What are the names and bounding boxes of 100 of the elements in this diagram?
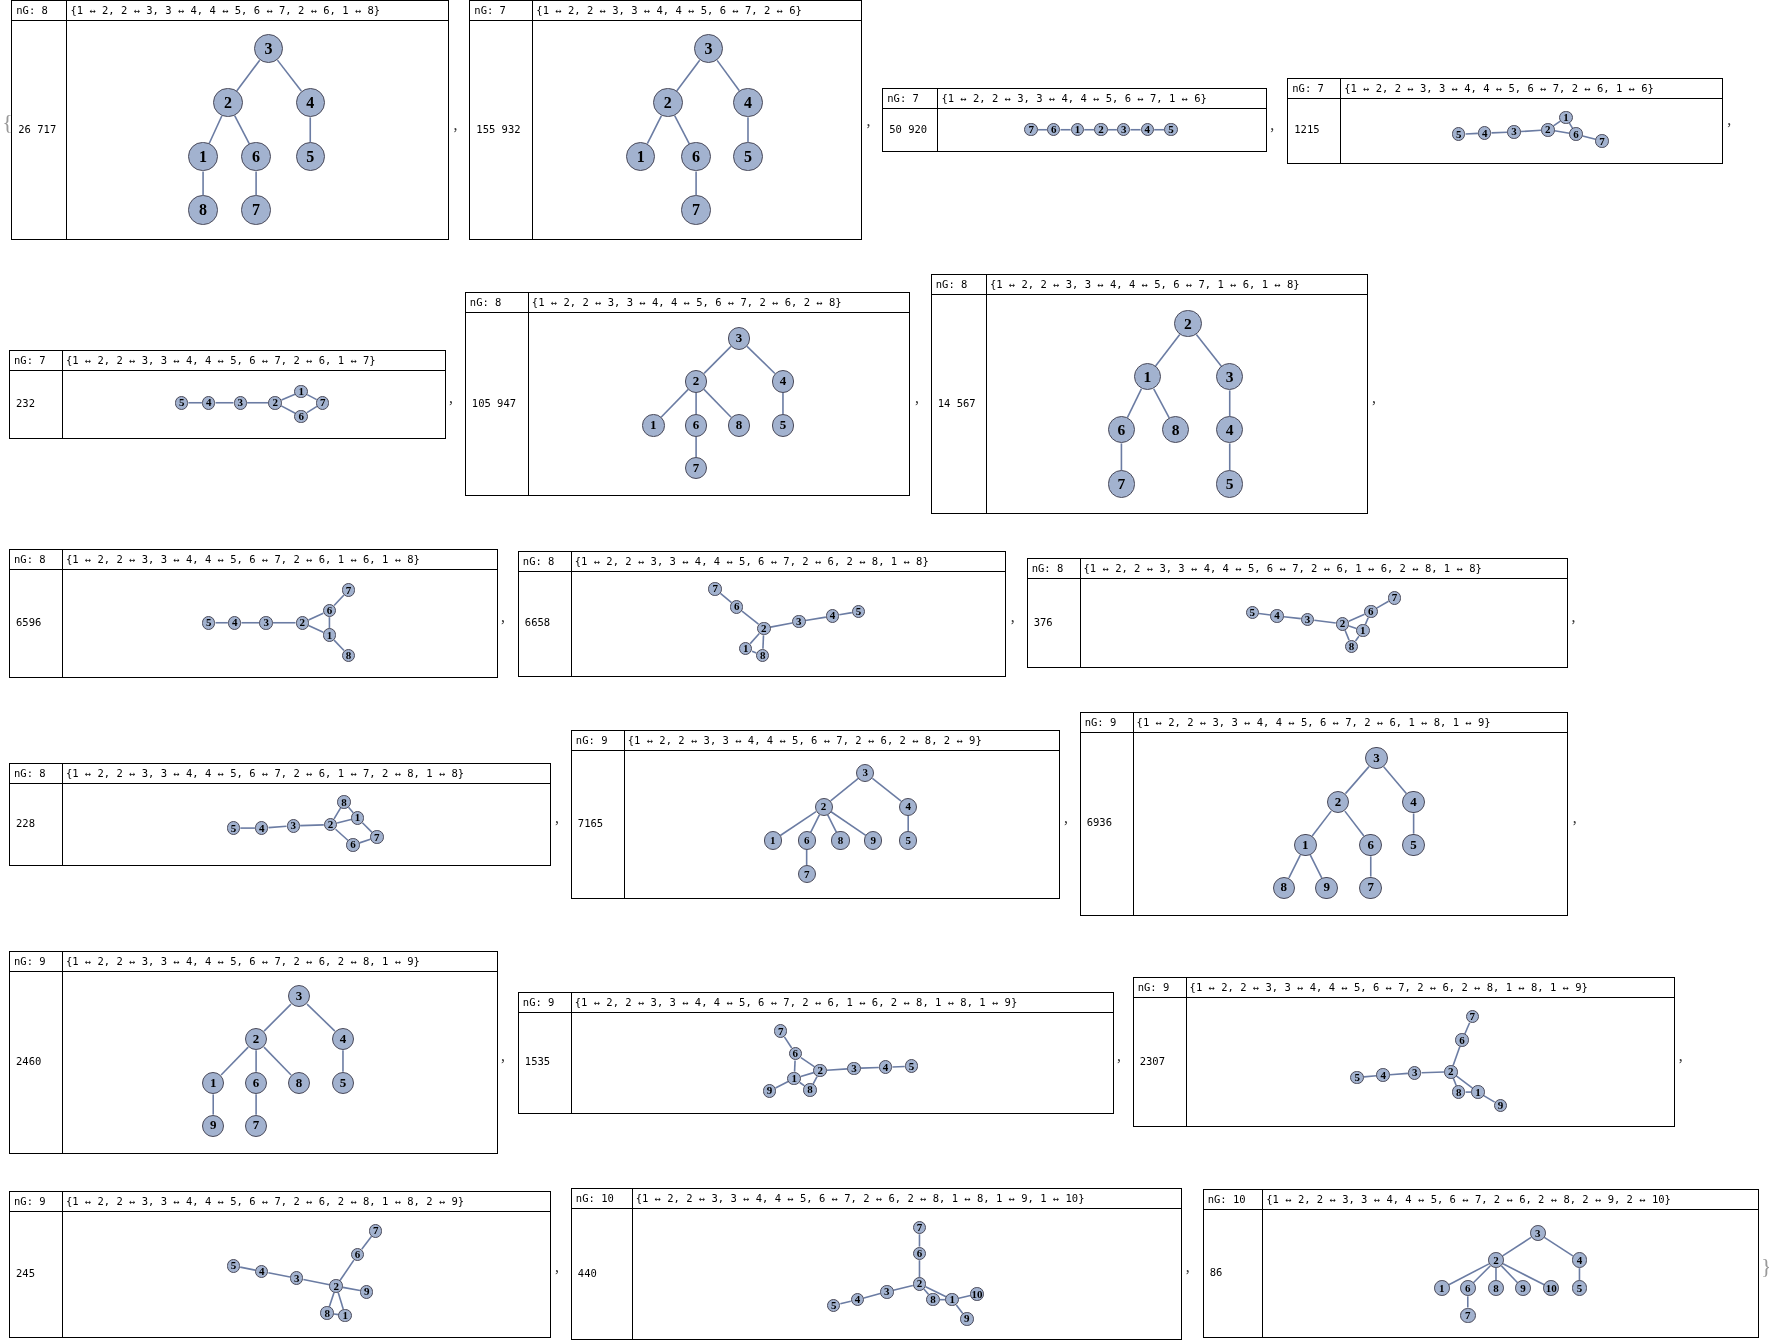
graph-edge bbox=[1258, 612, 1272, 616]
graph-vertex: 5 bbox=[1350, 1070, 1364, 1085]
count-value: 1535 bbox=[524, 1055, 551, 1068]
graph-vertex: 8 bbox=[1344, 639, 1359, 654]
edge-list: {1 ↔ 2, 2 ↔ 3, 3 ↔ 4, 4 ↔ 5, 6 ↔ 7, 2 ↔ 6, 2 ↔ 8, 1 ↔ 8, 1 ↔ 9, 1 ↔ 10} bbox=[635, 1191, 1085, 1204]
graph-edge bbox=[299, 824, 325, 827]
graph-vertex: 2 bbox=[912, 1277, 927, 1291]
graph-vertex: 4 bbox=[733, 88, 763, 118]
graph-vertex: 5 bbox=[1245, 605, 1260, 620]
graph-table bbox=[9, 1191, 551, 1338]
graph-edge bbox=[1420, 1071, 1445, 1074]
graph-edge bbox=[1152, 387, 1170, 419]
graph-edge bbox=[830, 810, 867, 837]
graph-edge bbox=[214, 401, 235, 404]
separator-comma: , bbox=[1572, 810, 1577, 827]
graph-vertex: 4 bbox=[899, 797, 918, 816]
graph-vertex: 8 bbox=[337, 795, 351, 809]
graph-edge bbox=[1500, 1265, 1519, 1284]
graph-vertex: 8 bbox=[188, 195, 218, 225]
graph-edge bbox=[1568, 122, 1574, 130]
graph-edge bbox=[255, 1093, 257, 1116]
graph-vertex: 7 bbox=[1359, 876, 1382, 900]
graph-edge bbox=[306, 405, 318, 414]
graph-vertex: 1 bbox=[1356, 623, 1370, 638]
graph-vertex: 7 bbox=[1459, 1307, 1476, 1324]
count-value: 228 bbox=[16, 817, 35, 830]
graph-edge bbox=[1153, 128, 1166, 131]
graph-vertex: 9 bbox=[864, 831, 883, 850]
graph-edge bbox=[800, 1056, 816, 1068]
edge-list: {1 ↔ 2, 2 ↔ 3, 3 ↔ 4, 4 ↔ 5, 6 ↔ 7, 2 ↔ 6, 1 ↔ 6, 2 ↔ 8, 1 ↔ 8} bbox=[1083, 562, 1482, 575]
graph-edge bbox=[762, 634, 765, 650]
separator-comma: , bbox=[1063, 810, 1068, 827]
graph-vertex: 3 bbox=[1365, 746, 1388, 770]
graph-edge bbox=[1344, 765, 1370, 795]
graph-edge bbox=[267, 825, 288, 829]
graph-vertex: 6 bbox=[241, 142, 271, 172]
graph-vertex: 5 bbox=[226, 1259, 241, 1273]
count-value: 7165 bbox=[577, 817, 604, 830]
graph-vertex: 3 bbox=[1529, 1225, 1546, 1241]
graph-edge bbox=[829, 777, 860, 802]
graph-edge bbox=[220, 1046, 250, 1076]
graph-vertex: 2 bbox=[684, 370, 708, 393]
graph-vertex: 4 bbox=[1402, 790, 1425, 814]
graph-vertex: 6 bbox=[1046, 122, 1061, 137]
graph-edge bbox=[337, 1291, 345, 1310]
graph-edge bbox=[1344, 810, 1365, 837]
graph-vertex: 9 bbox=[762, 1084, 777, 1098]
graph-vertex: 7 bbox=[684, 456, 708, 480]
graph-edge bbox=[1455, 1075, 1474, 1089]
count-value: 440 bbox=[577, 1266, 597, 1279]
graph-vertex: 2 bbox=[1335, 617, 1350, 631]
graph-vertex: 3 bbox=[233, 396, 248, 410]
graph-edge bbox=[646, 115, 663, 145]
graph-edge bbox=[187, 401, 203, 404]
graph-edge bbox=[347, 806, 355, 814]
graph-edge bbox=[276, 59, 303, 92]
graph-vertex: 7 bbox=[1465, 1009, 1480, 1024]
graph-vertex: 8 bbox=[803, 1083, 817, 1097]
list-brace: { bbox=[2, 110, 13, 133]
separator-comma: , bbox=[914, 390, 919, 407]
separator-comma: , bbox=[500, 1048, 505, 1065]
graph-edge bbox=[746, 345, 776, 375]
graph-edge bbox=[306, 1003, 336, 1032]
count-value: 2460 bbox=[16, 1055, 42, 1068]
graph-edge bbox=[804, 616, 827, 622]
separator-comma: , bbox=[1010, 609, 1015, 626]
graph-table bbox=[11, 0, 449, 241]
graph-edge bbox=[202, 170, 204, 196]
graph-vertex: 7 bbox=[1107, 470, 1135, 498]
graph-vertex: 1 bbox=[1133, 363, 1161, 391]
graph-table bbox=[1202, 1189, 1759, 1338]
graph-vertex: 1 bbox=[188, 142, 218, 172]
separator-comma: , bbox=[1371, 390, 1376, 407]
vertex-count-label: nG: 7 bbox=[1292, 81, 1324, 94]
graph-table bbox=[882, 88, 1267, 153]
vertex-count-label: nG: 9 bbox=[522, 995, 555, 1008]
graph-vertex: 7 bbox=[1024, 122, 1038, 137]
graph-vertex: 3 bbox=[856, 763, 875, 782]
graph-vertex: 4 bbox=[1376, 1068, 1390, 1082]
graph-vertex: 1 bbox=[738, 641, 753, 656]
graph-table bbox=[464, 292, 911, 497]
graph-edge bbox=[1288, 854, 1302, 879]
graph-table bbox=[9, 951, 498, 1155]
graph-vertex: 2 bbox=[323, 817, 338, 832]
graph-vertex: 1 bbox=[1433, 1280, 1450, 1297]
graph-vertex: 2 bbox=[213, 88, 243, 118]
graph-edge bbox=[1228, 389, 1231, 418]
vertex-count-label: nG: 8 bbox=[14, 766, 46, 779]
graph-edge bbox=[239, 1266, 256, 1271]
graph-vertex: 9 bbox=[1493, 1098, 1508, 1113]
vertex-count-label: nG: 9 bbox=[575, 733, 608, 746]
graph-vertex: 8 bbox=[341, 648, 356, 663]
graph-vertex: 8 bbox=[831, 831, 850, 850]
vertex-count-label: nG: 9 bbox=[1084, 715, 1117, 728]
graph-vertex: 1 bbox=[322, 628, 337, 642]
graph-edge bbox=[1501, 1236, 1532, 1257]
graph-vertex: 1 bbox=[641, 414, 665, 437]
graph-edge bbox=[1311, 810, 1332, 837]
graph-edge bbox=[235, 59, 261, 92]
graph-vertex: 4 bbox=[331, 1027, 355, 1051]
